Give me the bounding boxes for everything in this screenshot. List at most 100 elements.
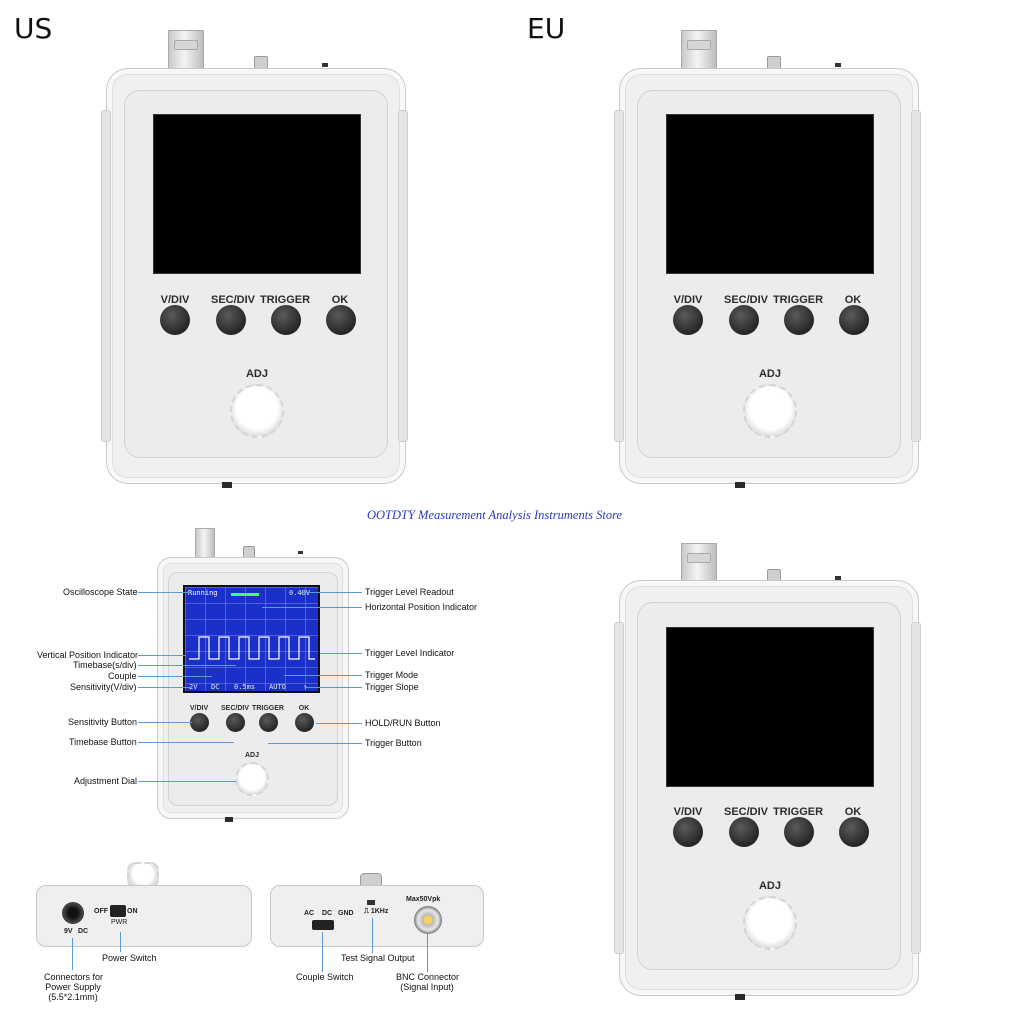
bnc-ring bbox=[687, 553, 711, 563]
lcd-trigger-level: 0.48V bbox=[289, 589, 311, 597]
label-couple: Couple bbox=[108, 671, 137, 681]
label-off: OFF bbox=[94, 908, 108, 915]
label-hold-run-button: HOLD/RUN Button bbox=[365, 718, 441, 728]
label-trigger-button: Trigger Button bbox=[365, 738, 422, 748]
label-sensitivity-button: Sensitivity Button bbox=[68, 717, 138, 727]
bottom-switch bbox=[735, 994, 745, 1000]
adjust-dial[interactable] bbox=[235, 762, 269, 796]
label-couple-switch: Couple Switch bbox=[296, 972, 354, 982]
leader-line bbox=[316, 723, 362, 724]
lcd-screen bbox=[666, 627, 874, 787]
lcd-couple: DC bbox=[211, 683, 220, 691]
power-jack-icon bbox=[62, 902, 84, 924]
bottom-switch bbox=[735, 482, 745, 488]
leader-line bbox=[138, 687, 190, 688]
waveform bbox=[189, 593, 315, 660]
right-grip bbox=[911, 622, 921, 954]
adj-label: ADJ bbox=[245, 368, 269, 380]
vdiv-label: V/DIV bbox=[673, 806, 703, 818]
ok-label: OK bbox=[844, 806, 862, 818]
leader-line bbox=[268, 743, 362, 744]
label-power-switch: Power Switch bbox=[102, 953, 157, 963]
secdiv-button[interactable] bbox=[226, 713, 245, 732]
bnc-connector bbox=[168, 30, 204, 73]
label-timebase-button: Timebase Button bbox=[69, 737, 137, 747]
label-sensitivity: Sensitivity(V/div) bbox=[70, 682, 137, 692]
adj-label: ADJ bbox=[244, 752, 260, 759]
secdiv-button[interactable] bbox=[729, 817, 759, 847]
leader-line bbox=[284, 675, 362, 676]
top-pin bbox=[835, 63, 841, 67]
top-pin bbox=[298, 551, 303, 554]
label-bnc-2: (Signal Input) bbox=[400, 982, 454, 992]
trigger-button[interactable] bbox=[784, 305, 814, 335]
leader-line bbox=[138, 676, 212, 677]
lcd-screen: Running 0.48V 2V DC 0.5ms AUTO ↑ bbox=[183, 585, 320, 693]
leader-line bbox=[138, 781, 236, 782]
secdiv-label: SEC/DIV bbox=[723, 806, 769, 818]
adjust-dial[interactable] bbox=[230, 384, 284, 438]
label-connectors-1: Connectors for bbox=[44, 972, 104, 982]
left-grip bbox=[101, 110, 111, 442]
lcd-sensitivity: 2V bbox=[189, 683, 198, 691]
region-title-us: US bbox=[14, 12, 53, 45]
label-bnc-1: BNC Connector bbox=[396, 972, 460, 982]
label-trigger-mode: Trigger Mode bbox=[365, 670, 419, 680]
lcd-trigger-mode: AUTO bbox=[269, 683, 286, 691]
secdiv-button[interactable] bbox=[216, 305, 246, 335]
leader-line bbox=[372, 918, 373, 953]
label-oscilloscope-state: Oscilloscope State bbox=[63, 587, 138, 597]
label-dc: DC bbox=[322, 910, 333, 917]
adjust-dial[interactable] bbox=[743, 384, 797, 438]
label-trigger-slope: Trigger Slope bbox=[365, 682, 419, 692]
ok-button[interactable] bbox=[326, 305, 356, 335]
leader-line bbox=[320, 653, 362, 654]
leader-line bbox=[72, 938, 73, 970]
trigger-button[interactable] bbox=[271, 305, 301, 335]
top-pin bbox=[835, 576, 841, 580]
bnc-ring bbox=[174, 40, 198, 50]
secdiv-label: SEC/DIV bbox=[723, 294, 769, 306]
right-grip bbox=[911, 110, 921, 442]
lcd-screen bbox=[666, 114, 874, 274]
label-dc: DC bbox=[78, 928, 89, 935]
ok-label: OK bbox=[331, 294, 349, 306]
right-grip bbox=[398, 110, 408, 442]
label-on: ON bbox=[127, 908, 138, 915]
label-trigger-level-indicator: Trigger Level Indicator bbox=[365, 648, 455, 658]
trigger-button[interactable] bbox=[784, 817, 814, 847]
lcd-state: Running bbox=[188, 589, 218, 597]
vdiv-button[interactable] bbox=[673, 817, 703, 847]
trigger-label: TRIGGER bbox=[772, 806, 824, 818]
leader-line bbox=[262, 607, 362, 608]
leader-line bbox=[300, 592, 362, 593]
ok-button[interactable] bbox=[839, 305, 869, 335]
label-vertical-position: Vertical Position Indicator bbox=[37, 650, 139, 660]
ok-button[interactable] bbox=[295, 713, 314, 732]
vdiv-button[interactable] bbox=[160, 305, 190, 335]
vdiv-button[interactable] bbox=[190, 713, 209, 732]
couple-switch[interactable] bbox=[312, 920, 334, 930]
adj-label: ADJ bbox=[758, 880, 782, 892]
adjust-dial[interactable] bbox=[743, 896, 797, 950]
trigger-button[interactable] bbox=[259, 713, 278, 732]
ok-label: OK bbox=[844, 294, 862, 306]
label-connectors-2: Power Supply bbox=[45, 982, 101, 992]
bottom-switch bbox=[225, 817, 233, 822]
leader-line bbox=[322, 932, 323, 972]
label-horizontal-position: Horizontal Position Indicator bbox=[365, 602, 478, 612]
ok-button[interactable] bbox=[839, 817, 869, 847]
left-grip bbox=[614, 110, 624, 442]
power-switch[interactable] bbox=[110, 905, 126, 917]
trigger-label: TRIGGER bbox=[252, 705, 284, 712]
top-pin bbox=[322, 63, 328, 67]
trigger-label: TRIGGER bbox=[259, 294, 311, 306]
horizontal-position-bar bbox=[231, 593, 259, 596]
bottom-switch bbox=[222, 482, 232, 488]
label-gnd: GND bbox=[338, 910, 354, 917]
lcd-timebase: 0.5ms bbox=[234, 683, 256, 691]
leader-line bbox=[138, 665, 236, 666]
label-max-vpk: Max50Vpk bbox=[406, 896, 441, 903]
vdiv-button[interactable] bbox=[673, 305, 703, 335]
secdiv-button[interactable] bbox=[729, 305, 759, 335]
